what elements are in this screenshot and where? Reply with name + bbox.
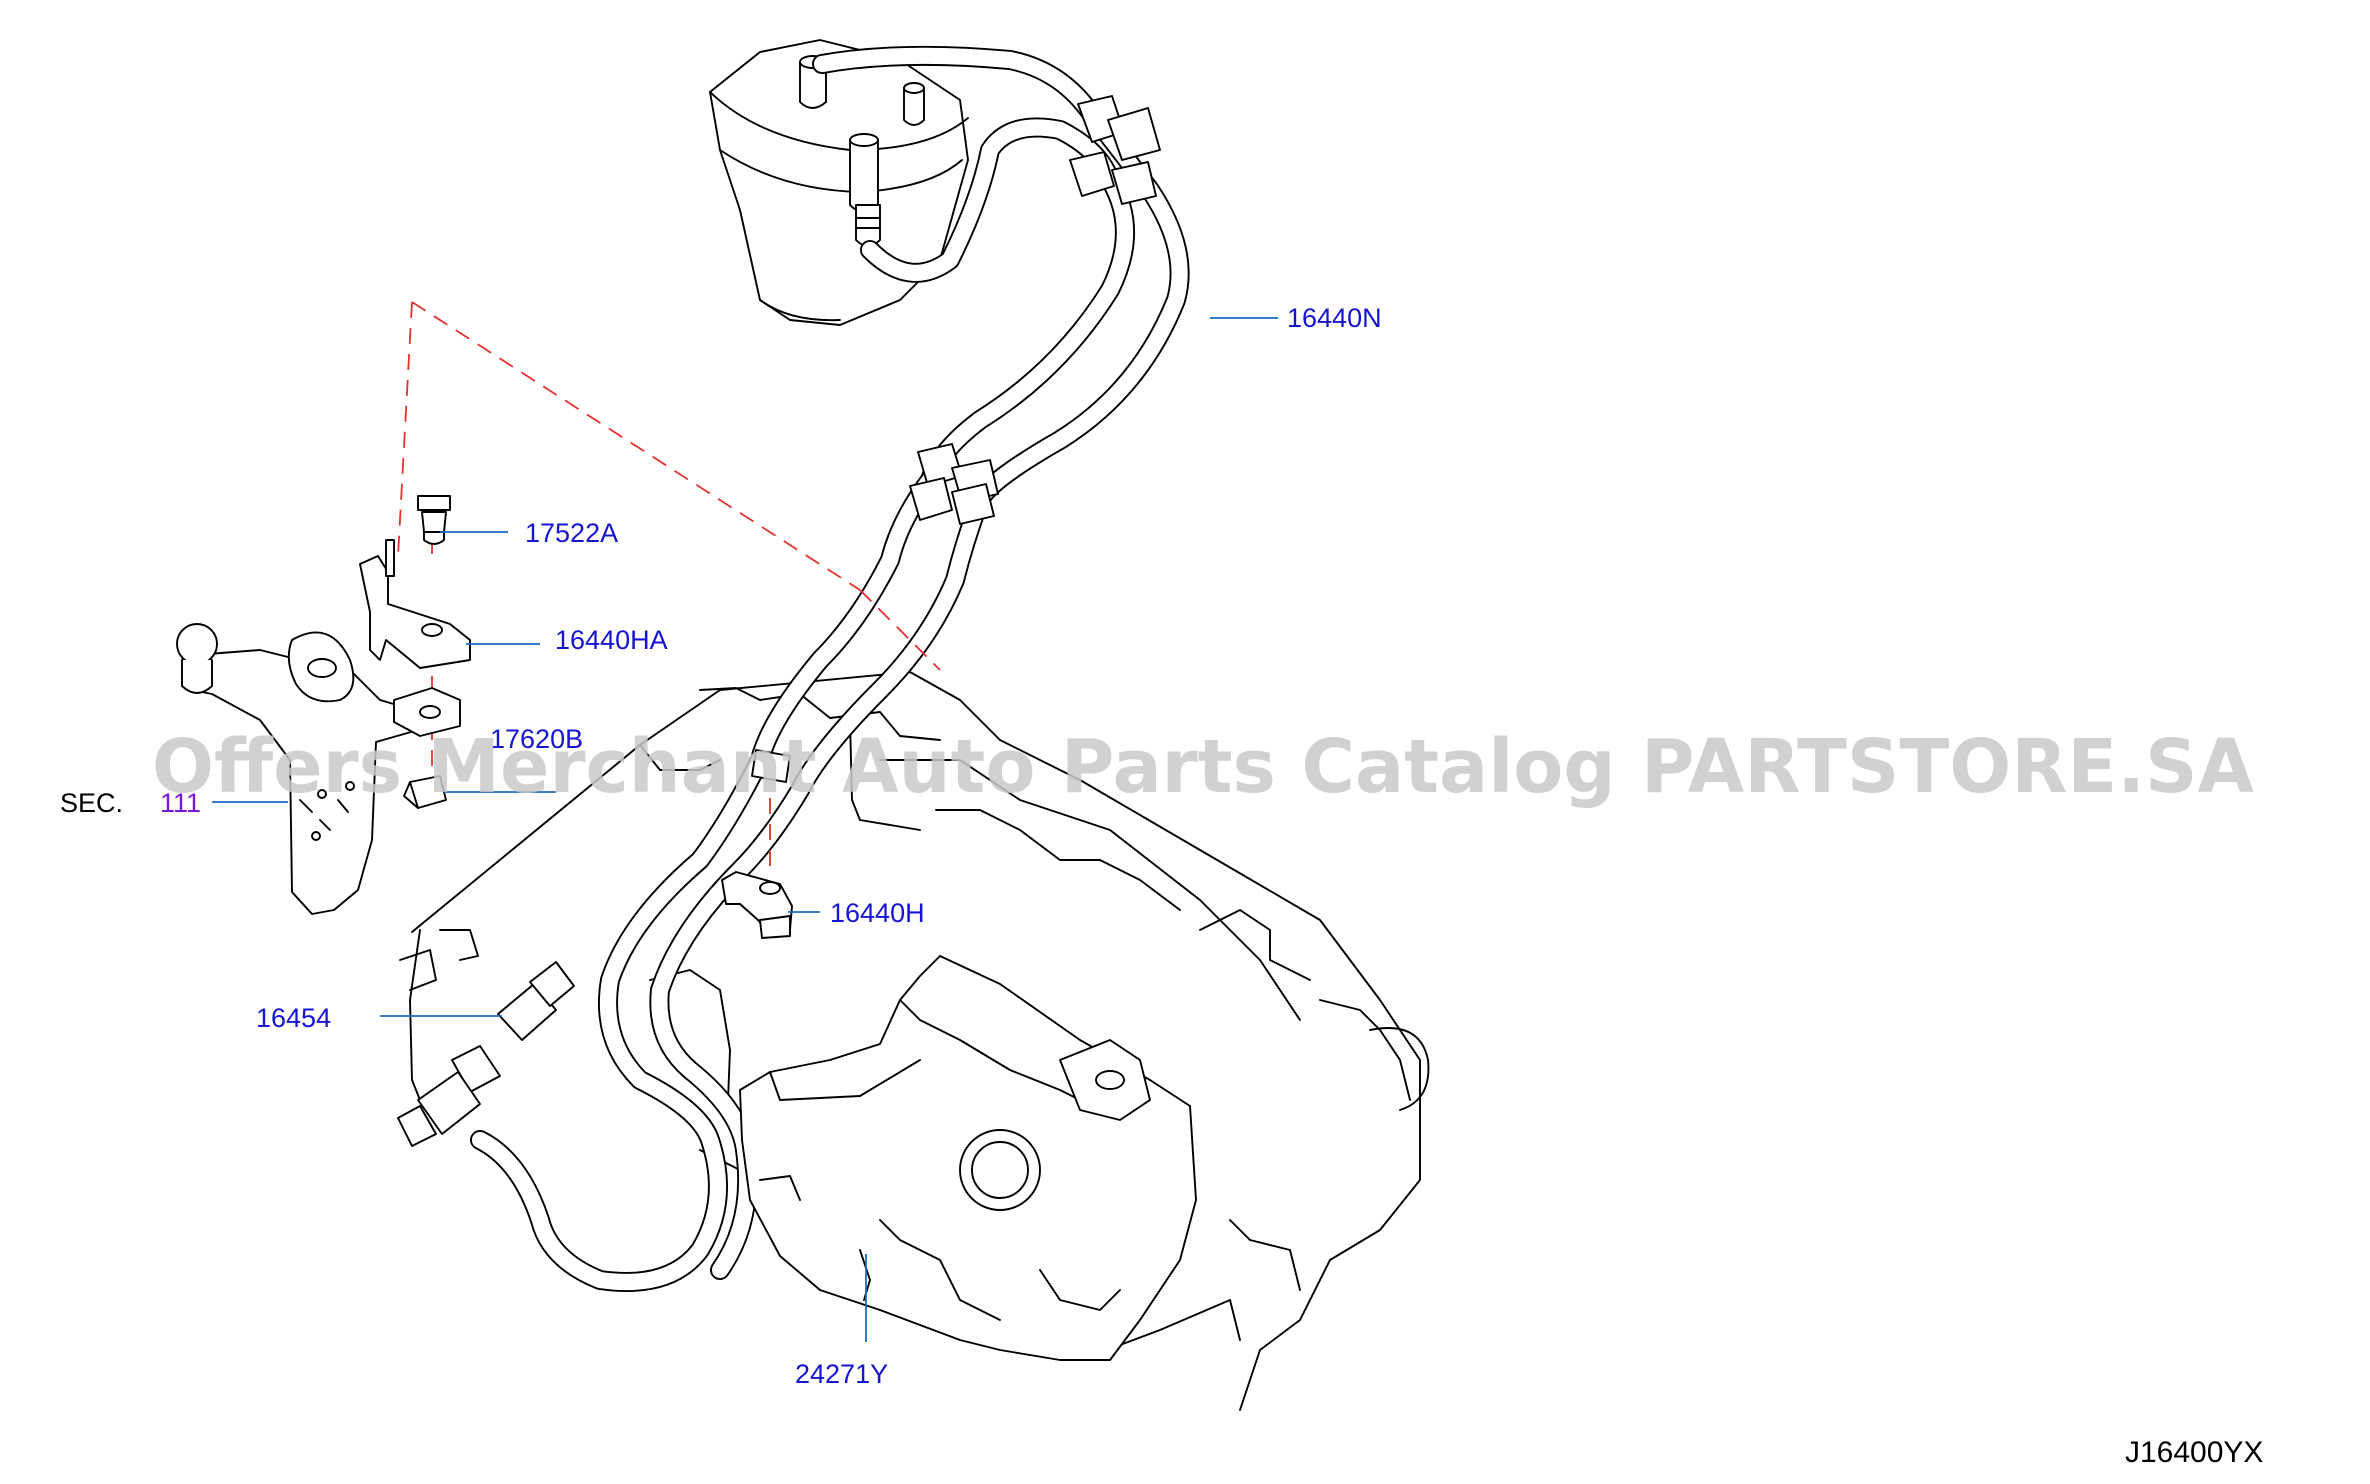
bracket-16440H bbox=[721, 871, 793, 939]
drawing-code: J16400YX bbox=[2125, 1436, 2263, 1469]
harness-bracket-24271Y bbox=[739, 955, 1197, 1361]
watermark: Offers Merchant Auto Parts Catalog PARTS… bbox=[152, 724, 2254, 810]
label-16454[interactable]: 16454 bbox=[256, 1003, 331, 1033]
section-prefix: SEC. bbox=[60, 788, 123, 818]
bolt-17522A bbox=[417, 495, 451, 545]
fuel-hose-assembly bbox=[470, 45, 1190, 1292]
engine-block-outline bbox=[409, 671, 1430, 1411]
label-16440HA[interactable]: 16440HA bbox=[555, 625, 668, 655]
leader-lines bbox=[212, 317, 1278, 1342]
label-16440N[interactable]: 16440N bbox=[1287, 303, 1382, 333]
bracket-16440HA bbox=[359, 539, 471, 669]
fuel-filter-housing bbox=[709, 39, 969, 326]
section-number-link[interactable]: 111 bbox=[160, 788, 201, 818]
label-16440H[interactable]: 16440H bbox=[830, 898, 925, 928]
label-17620B[interactable]: 17620B bbox=[490, 724, 583, 754]
label-17522A[interactable]: 17522A bbox=[525, 518, 618, 548]
mounting-bracket-sec111 bbox=[176, 623, 461, 915]
part-labels: 16440N 17522A 16440HA 17620B 16440H 1645… bbox=[60, 303, 1382, 1389]
connector-16454 bbox=[397, 949, 575, 1147]
label-24271Y[interactable]: 24271Y bbox=[795, 1359, 888, 1389]
clip-nut-17620B bbox=[403, 775, 447, 809]
